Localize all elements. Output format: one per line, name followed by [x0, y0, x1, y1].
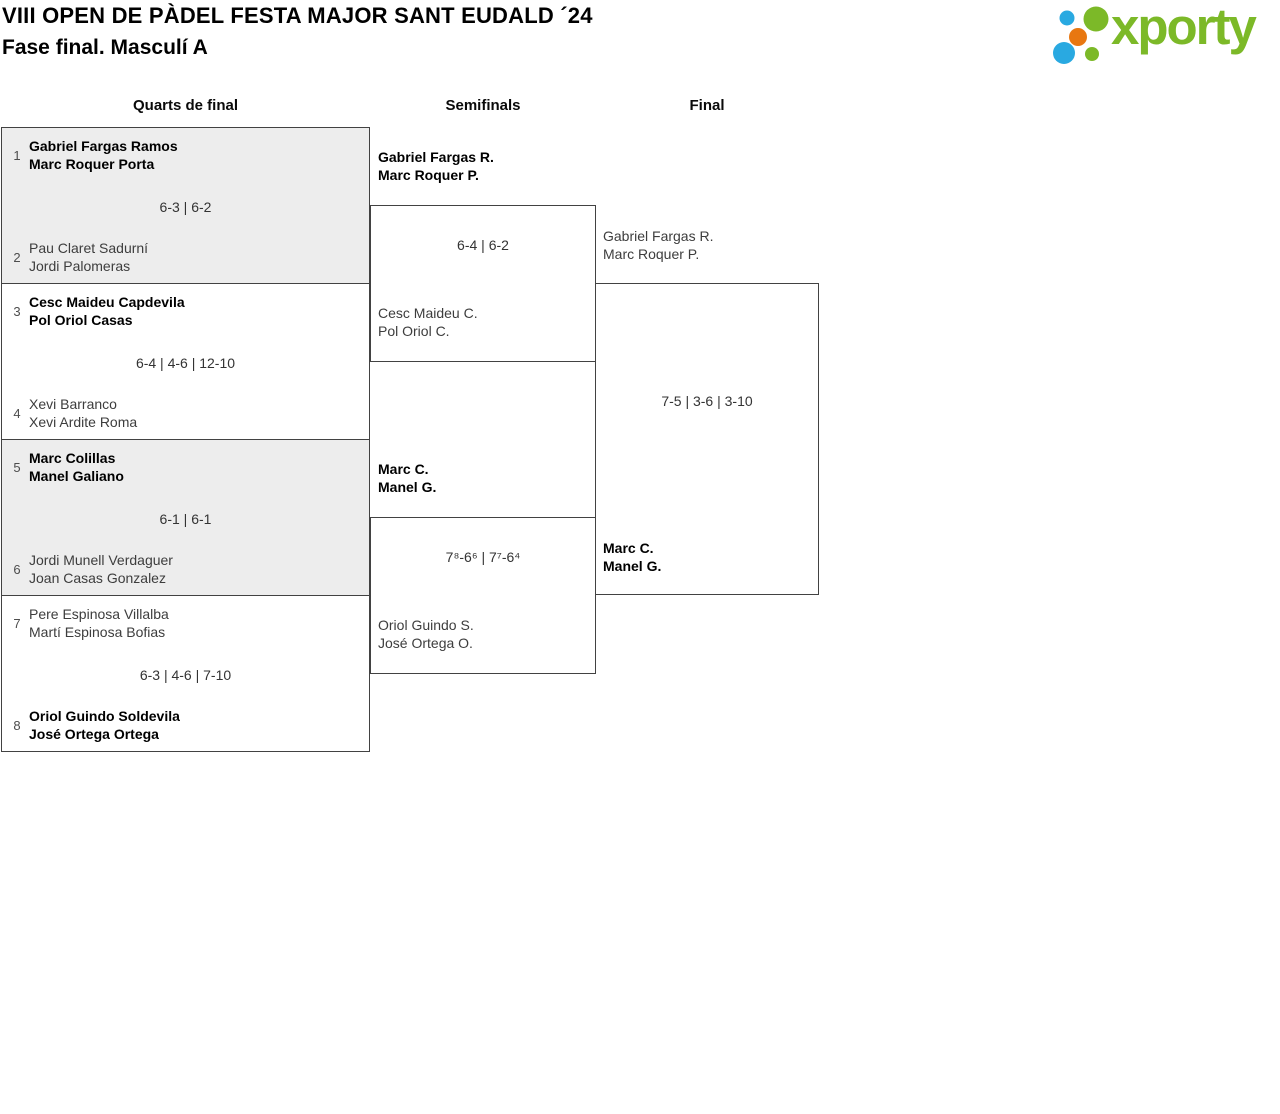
seed-number: 6 — [13, 561, 21, 577]
team-names: Jordi Munell Verdaguer Joan Casas Gonzal… — [29, 551, 173, 587]
player-name: Manel Galiano — [29, 468, 124, 484]
logo-dot-orange — [1069, 28, 1087, 46]
team-names: Pau Claret Sadurní Jordi Palomeras — [29, 239, 148, 275]
semifinal-1-team-top: Gabriel Fargas R. Marc Roquer P. — [378, 148, 494, 184]
column-header-final: Final — [689, 97, 725, 114]
player-name: Oriol Guindo S. — [378, 617, 474, 633]
player-name: Jordi Palomeras — [29, 258, 131, 274]
player-name: Marc Roquer P. — [378, 167, 479, 183]
player-name: Gabriel Fargas R. — [603, 228, 714, 244]
column-header-quarterfinals: Quarts de final — [132, 97, 239, 114]
player-name: Pau Claret Sadurní — [29, 240, 149, 256]
team-names: Oriol Guindo Soldevila José Ortega Orteg… — [29, 707, 180, 743]
logo-dot-green-large — [1083, 6, 1109, 32]
team-row: 4 Xevi Barranco Xevi Ardite Roma — [10, 395, 361, 431]
team-names: Gabriel Fargas Ramos Marc Roquer Porta — [29, 137, 178, 173]
xporty-logo-dots-icon — [1053, 6, 1109, 64]
final-score: 7-5 | 3-6 | 3-10 — [661, 393, 753, 409]
team-row: 1 Gabriel Fargas Ramos Marc Roquer Porta — [10, 137, 361, 173]
quarterfinal-match-1: 1 Gabriel Fargas Ramos Marc Roquer Porta… — [1, 127, 370, 284]
player-name: Gabriel Fargas Ramos — [29, 138, 178, 154]
player-name: Xevi Ardite Roma — [29, 414, 138, 430]
column-header-semifinals: Semifinals — [445, 97, 521, 114]
match-score: 6-4 | 4-6 | 12-10 — [135, 355, 236, 371]
seed-number: 2 — [13, 249, 21, 265]
team-names: Cesc Maideu Capdevila Pol Oriol Casas — [29, 293, 185, 329]
player-name: Marc Roquer P. — [603, 246, 700, 262]
semifinal-1-team-bottom: Cesc Maideu C. Pol Oriol C. — [378, 304, 478, 340]
team-row: 5 Marc Colillas Manel Galiano — [10, 449, 361, 485]
player-name: Marc C. — [603, 540, 654, 556]
player-name: Manel G. — [603, 558, 662, 574]
player-name: Marc C. — [378, 461, 429, 477]
quarterfinal-match-2: 3 Cesc Maideu Capdevila Pol Oriol Casas … — [1, 283, 370, 440]
player-name: Pere Espinosa Villalba — [29, 606, 169, 622]
seed-number: 8 — [13, 717, 21, 733]
seed-number: 3 — [13, 303, 21, 319]
final-team-top: Gabriel Fargas R. Marc Roquer P. — [603, 227, 713, 263]
player-name: Oriol Guindo Soldevila — [29, 708, 180, 724]
player-name: Martí Espinosa Bofias — [29, 624, 166, 640]
xporty-logo: xporty — [1048, 0, 1272, 67]
semifinal-1-score: 6-4 | 6-2 — [457, 237, 509, 253]
player-name: Manel G. — [378, 479, 437, 495]
team-row: 6 Jordi Munell Verdaguer Joan Casas Gonz… — [10, 551, 361, 587]
player-name: Pol Oriol Casas — [29, 312, 133, 328]
page-title: VIII OPEN DE PÀDEL FESTA MAJOR SANT EUDA… — [2, 3, 593, 28]
logo-dot-green-small — [1085, 47, 1099, 61]
page-subtitle: Fase final. Masculí A — [2, 36, 208, 59]
team-row: 3 Cesc Maideu Capdevila Pol Oriol Casas — [10, 293, 361, 329]
seed-number: 4 — [13, 405, 21, 421]
final-match-box — [595, 283, 819, 595]
logo-dot-blue-large — [1053, 42, 1075, 64]
player-name: Gabriel Fargas R. — [378, 149, 494, 165]
player-name: José Ortega O. — [378, 635, 473, 651]
seed-number: 7 — [13, 615, 21, 631]
quarterfinal-match-4: 7 Pere Espinosa Villalba Martí Espinosa … — [1, 595, 370, 752]
team-row: 8 Oriol Guindo Soldevila José Ortega Ort… — [10, 707, 361, 743]
player-name: Joan Casas Gonzalez — [29, 570, 166, 586]
match-score: 6-3 | 6-2 — [159, 199, 212, 215]
semifinal-match-2-box — [370, 517, 596, 674]
player-name: Marc Roquer Porta — [29, 156, 155, 172]
player-name: Cesc Maideu Capdevila — [29, 294, 185, 310]
semifinal-2-team-bottom: Oriol Guindo S. José Ortega O. — [378, 616, 474, 652]
quarterfinal-match-3: 5 Marc Colillas Manel Galiano 6-1 | 6-1 … — [1, 439, 370, 596]
seed-number: 1 — [13, 147, 21, 163]
player-name: Cesc Maideu C. — [378, 305, 478, 321]
player-name: Marc Colillas — [29, 450, 116, 466]
player-name: José Ortega Ortega — [29, 726, 159, 742]
logo-dot-blue-small — [1059, 10, 1075, 26]
team-row: 7 Pere Espinosa Villalba Martí Espinosa … — [10, 605, 361, 641]
semifinal-2-team-top: Marc C. Manel G. — [378, 460, 436, 496]
team-names: Marc Colillas Manel Galiano — [29, 449, 124, 485]
xporty-logo-text: xporty — [1111, 0, 1257, 55]
match-score: 6-3 | 4-6 | 7-10 — [139, 667, 232, 683]
semifinal-2-score: 7⁸-6⁶ | 7⁷-6⁴ — [445, 549, 521, 565]
match-score: 6-1 | 6-1 — [159, 511, 212, 527]
team-row: 2 Pau Claret Sadurní Jordi Palomeras — [10, 239, 361, 275]
team-names: Xevi Barranco Xevi Ardite Roma — [29, 395, 137, 431]
team-names: Pere Espinosa Villalba Martí Espinosa Bo… — [29, 605, 169, 641]
player-name: Jordi Munell Verdaguer — [29, 552, 173, 568]
player-name: Xevi Barranco — [29, 396, 117, 412]
seed-number: 5 — [13, 459, 21, 475]
player-name: Pol Oriol C. — [378, 323, 450, 339]
final-team-bottom: Marc C. Manel G. — [603, 539, 661, 575]
